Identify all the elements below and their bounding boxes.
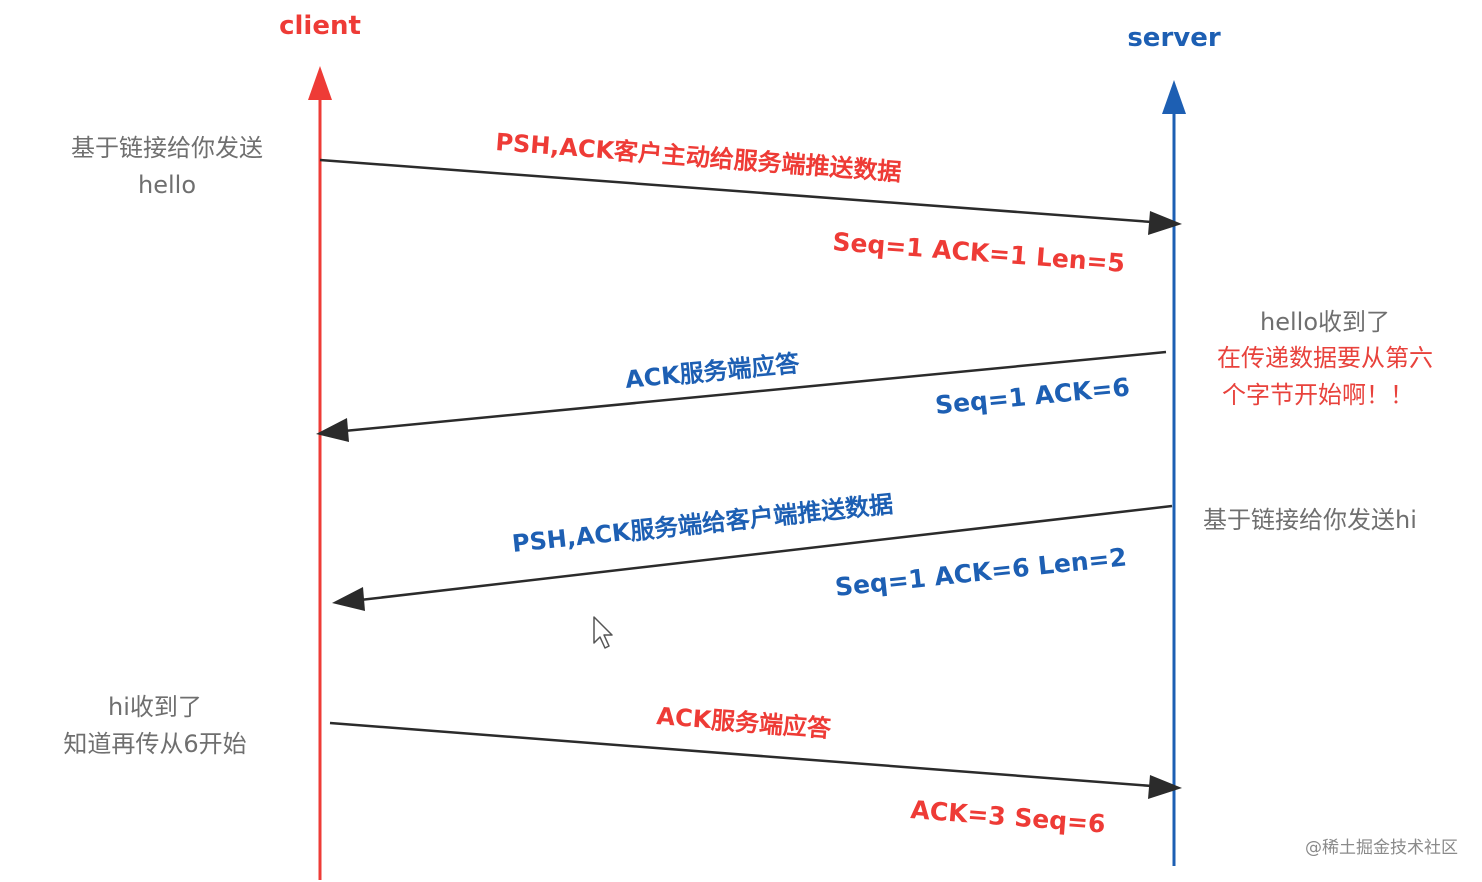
message-2-label: ACK服务端应答 (624, 349, 802, 394)
mouse-cursor-icon (593, 616, 613, 649)
note-client-send-line1: 基于链接给你发送 (71, 134, 263, 162)
message-4-arrow (329, 721, 1182, 799)
message-2-params: Seq=1 ACK=6 (934, 372, 1131, 420)
client-label: client (279, 11, 361, 41)
note-client-recv-line2: 知道再传从6开始 (63, 730, 246, 758)
message-3-params: Seq=1 ACK=6 Len=2 (834, 542, 1128, 601)
message-3-arrow (332, 504, 1173, 611)
server-label: server (1127, 23, 1221, 53)
message-1-arrow (319, 158, 1182, 235)
note-server-recv-line3: 个字节开始啊！！ (1222, 381, 1414, 409)
message-4-params: ACK=3 Seq=6 (910, 795, 1107, 839)
server-lifeline (1162, 80, 1186, 866)
note-client-recv-line1: hi收到了 (108, 693, 202, 721)
note-server-recv-line1: hello收到了 (1260, 308, 1390, 336)
note-server-send: 基于链接给你发送hi (1203, 506, 1417, 534)
message-1-params: Seq=1 ACK=1 Len=5 (832, 227, 1126, 278)
note-server-recv-line2: 在传递数据要从第六 (1217, 344, 1433, 372)
client-lifeline (308, 66, 332, 880)
message-3-label: PSH,ACK服务端给客户端推送数据 (511, 490, 895, 558)
message-2-arrow (316, 350, 1167, 442)
watermark: @稀土掘金技术社区 (1305, 838, 1458, 858)
note-client-send-line2: hello (138, 171, 196, 199)
message-4-label: ACK服务端应答 (656, 702, 833, 743)
